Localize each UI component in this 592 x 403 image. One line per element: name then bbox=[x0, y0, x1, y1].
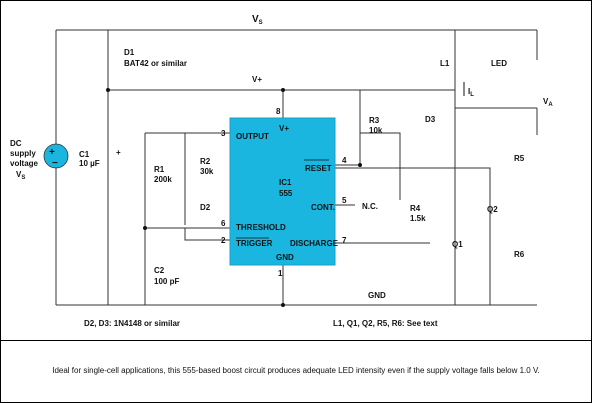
figure-caption: Ideal for single-cell applications, this… bbox=[52, 366, 540, 375]
c2-name: C2 bbox=[154, 266, 165, 275]
c1-plus: + bbox=[116, 148, 121, 157]
r1-name: R1 bbox=[154, 165, 165, 174]
caption-band bbox=[0, 340, 592, 403]
r2-value: 30k bbox=[200, 167, 214, 176]
footer-left-note: D2, D3: 1N4148 or similar bbox=[84, 319, 180, 328]
pin-8: 8 bbox=[276, 107, 281, 116]
r4-value: 1.5k bbox=[410, 214, 426, 223]
footer-right-note: L1, Q1, Q2, R5, R6: See text bbox=[333, 319, 438, 328]
r2-name: R2 bbox=[200, 157, 211, 166]
l1-label: L1 bbox=[440, 59, 450, 68]
junctions bbox=[106, 88, 362, 307]
pin-7: 7 bbox=[342, 236, 347, 245]
d2-name: D2 bbox=[200, 203, 211, 212]
r3-value: 10k bbox=[369, 126, 383, 135]
vplus-rail-label: V+ bbox=[252, 75, 262, 84]
pin-6: 6 bbox=[221, 219, 226, 228]
il-label: IL bbox=[468, 87, 474, 98]
d3-name: D3 bbox=[425, 115, 436, 124]
pin-2: 2 bbox=[221, 236, 226, 245]
r5-name: R5 bbox=[514, 154, 525, 163]
c1-name: C1 bbox=[79, 150, 90, 159]
q2-name: Q2 bbox=[487, 205, 498, 214]
dc-line1: DC bbox=[10, 139, 22, 148]
ic-cont-label: CONT. bbox=[311, 203, 335, 212]
battery-plus: + bbox=[49, 147, 55, 158]
ic-555-body bbox=[229, 117, 336, 266]
ic-part: 555 bbox=[279, 189, 293, 198]
ic-vplus-label: V+ bbox=[279, 124, 289, 133]
dc-line2: supply bbox=[10, 149, 36, 158]
ic-trigger-label: TRIGGER bbox=[236, 239, 273, 248]
d1-name: D1 bbox=[124, 48, 135, 57]
battery-minus: − bbox=[52, 158, 58, 169]
ic-name: IC1 bbox=[279, 178, 292, 187]
pin-4: 4 bbox=[342, 156, 347, 165]
nc-label: N.C. bbox=[362, 202, 378, 211]
dc-line4: VS bbox=[16, 170, 25, 181]
pin-5: 5 bbox=[342, 196, 347, 205]
r4-name: R4 bbox=[410, 204, 421, 213]
c1-value: 10 µF bbox=[79, 159, 100, 168]
q1-name: Q1 bbox=[452, 240, 463, 249]
ic-discharge-label: DISCHARGE bbox=[290, 239, 339, 248]
d1-part: BAT42 or similar bbox=[124, 59, 187, 68]
ic-reset-label: RESET bbox=[305, 164, 332, 173]
gnd-rail-label: GND bbox=[368, 291, 386, 300]
battery-icon bbox=[43, 143, 69, 169]
r3-name: R3 bbox=[369, 116, 380, 125]
circuit-schematic: + − V+ OUTPUT RESET IC1 555 CONT. THRESH… bbox=[10, 14, 553, 328]
pin-1: 1 bbox=[278, 269, 283, 278]
vs-rail-label: VS bbox=[252, 14, 263, 26]
dc-line3: voltage bbox=[10, 159, 39, 168]
ic-threshold-label: THRESHOLD bbox=[236, 223, 286, 232]
pin-3: 3 bbox=[221, 129, 226, 138]
led-label: LED bbox=[491, 59, 507, 68]
r1-value: 200k bbox=[154, 175, 172, 184]
c2-value: 100 pF bbox=[154, 277, 179, 286]
ic-output-label: OUTPUT bbox=[236, 132, 269, 141]
schematic-area: + − V+ OUTPUT RESET IC1 555 CONT. THRESH… bbox=[10, 14, 554, 328]
ic-gnd-label: GND bbox=[276, 253, 294, 262]
va-label: VA bbox=[543, 97, 553, 108]
r6-name: R6 bbox=[514, 250, 525, 259]
